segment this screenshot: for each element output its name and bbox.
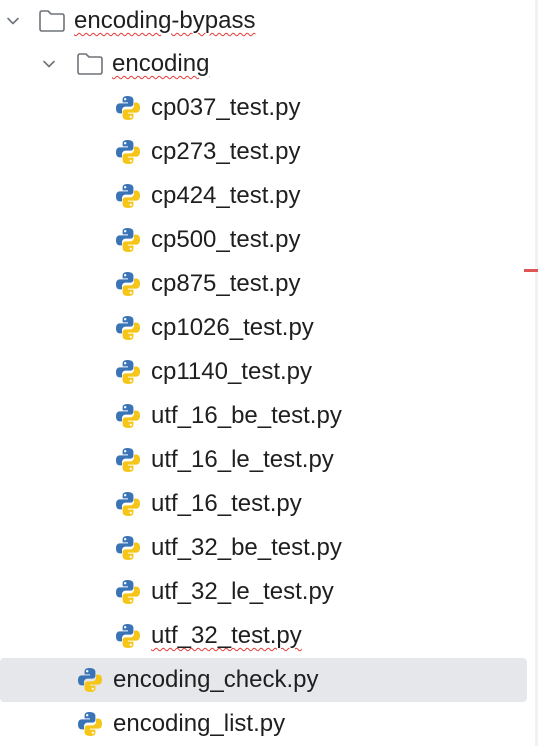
file-label: utf_32_le_test.py	[151, 578, 334, 605]
file-label: utf_16_le_test.py	[151, 446, 334, 473]
python-file-icon	[76, 666, 104, 694]
python-file-icon	[114, 138, 142, 166]
subfolder-label: encoding	[112, 50, 210, 77]
tree-row-root-folder[interactable]: encoding-bypass	[0, 3, 538, 39]
tree-row-file[interactable]: cp1026_test.py	[0, 310, 538, 346]
file-label: encoding_check.py	[113, 666, 319, 693]
root-folder-label: encoding-bypass	[74, 7, 256, 34]
chevron-down-icon[interactable]	[40, 55, 58, 73]
file-label: cp273_test.py	[151, 138, 301, 165]
python-file-icon	[76, 710, 104, 738]
python-file-icon	[114, 358, 142, 386]
tree-row-file[interactable]: cp037_test.py	[0, 90, 538, 126]
tree-row-file[interactable]: cp273_test.py	[0, 134, 538, 170]
python-file-icon	[114, 534, 142, 562]
tree-row-file[interactable]: cp500_test.py	[0, 222, 538, 258]
folder-icon	[76, 52, 104, 76]
file-label: cp500_test.py	[151, 226, 301, 253]
tree-row-file-selected[interactable]: encoding_check.py	[0, 658, 527, 702]
tree-row-file[interactable]: utf_32_be_test.py	[0, 530, 538, 566]
tree-row-file[interactable]: utf_32_test.py	[0, 618, 538, 654]
tree-row-file[interactable]: utf_32_le_test.py	[0, 574, 538, 610]
file-label: cp875_test.py	[151, 270, 301, 297]
file-label: utf_16_be_test.py	[151, 402, 342, 429]
file-label: encoding_list.py	[113, 710, 286, 737]
tree-row-file[interactable]: utf_16_test.py	[0, 486, 538, 522]
chevron-down-icon[interactable]	[4, 12, 22, 30]
python-file-icon	[114, 270, 142, 298]
python-file-icon	[114, 402, 142, 430]
python-file-icon	[114, 314, 142, 342]
python-file-icon	[114, 94, 142, 122]
file-label: cp1140_test.py	[151, 358, 313, 385]
python-file-icon	[114, 578, 142, 606]
tree-row-file[interactable]: utf_16_be_test.py	[0, 398, 538, 434]
python-file-icon	[114, 226, 142, 254]
tree-row-file[interactable]: encoding_list.py	[0, 706, 538, 742]
tree-row-file[interactable]: cp424_test.py	[0, 178, 538, 214]
file-label: utf_16_test.py	[151, 490, 302, 517]
file-label: cp037_test.py	[151, 94, 301, 121]
file-label: cp1026_test.py	[151, 314, 314, 341]
scrollbar-track[interactable]	[535, 0, 538, 746]
tree-row-file[interactable]: utf_16_le_test.py	[0, 442, 538, 478]
error-stripe-marker[interactable]	[524, 269, 538, 272]
python-file-icon	[114, 622, 142, 650]
python-file-icon	[114, 182, 142, 210]
folder-icon	[38, 9, 66, 33]
tree-row-file[interactable]: cp1140_test.py	[0, 354, 538, 390]
python-file-icon	[114, 446, 142, 474]
tree-row-subfolder[interactable]: encoding	[0, 46, 538, 82]
tree-row-file[interactable]: cp875_test.py	[0, 266, 538, 302]
file-label: cp424_test.py	[151, 182, 301, 209]
file-label: utf_32_test.py	[151, 622, 302, 649]
file-label: utf_32_be_test.py	[151, 534, 342, 561]
python-file-icon	[114, 490, 142, 518]
